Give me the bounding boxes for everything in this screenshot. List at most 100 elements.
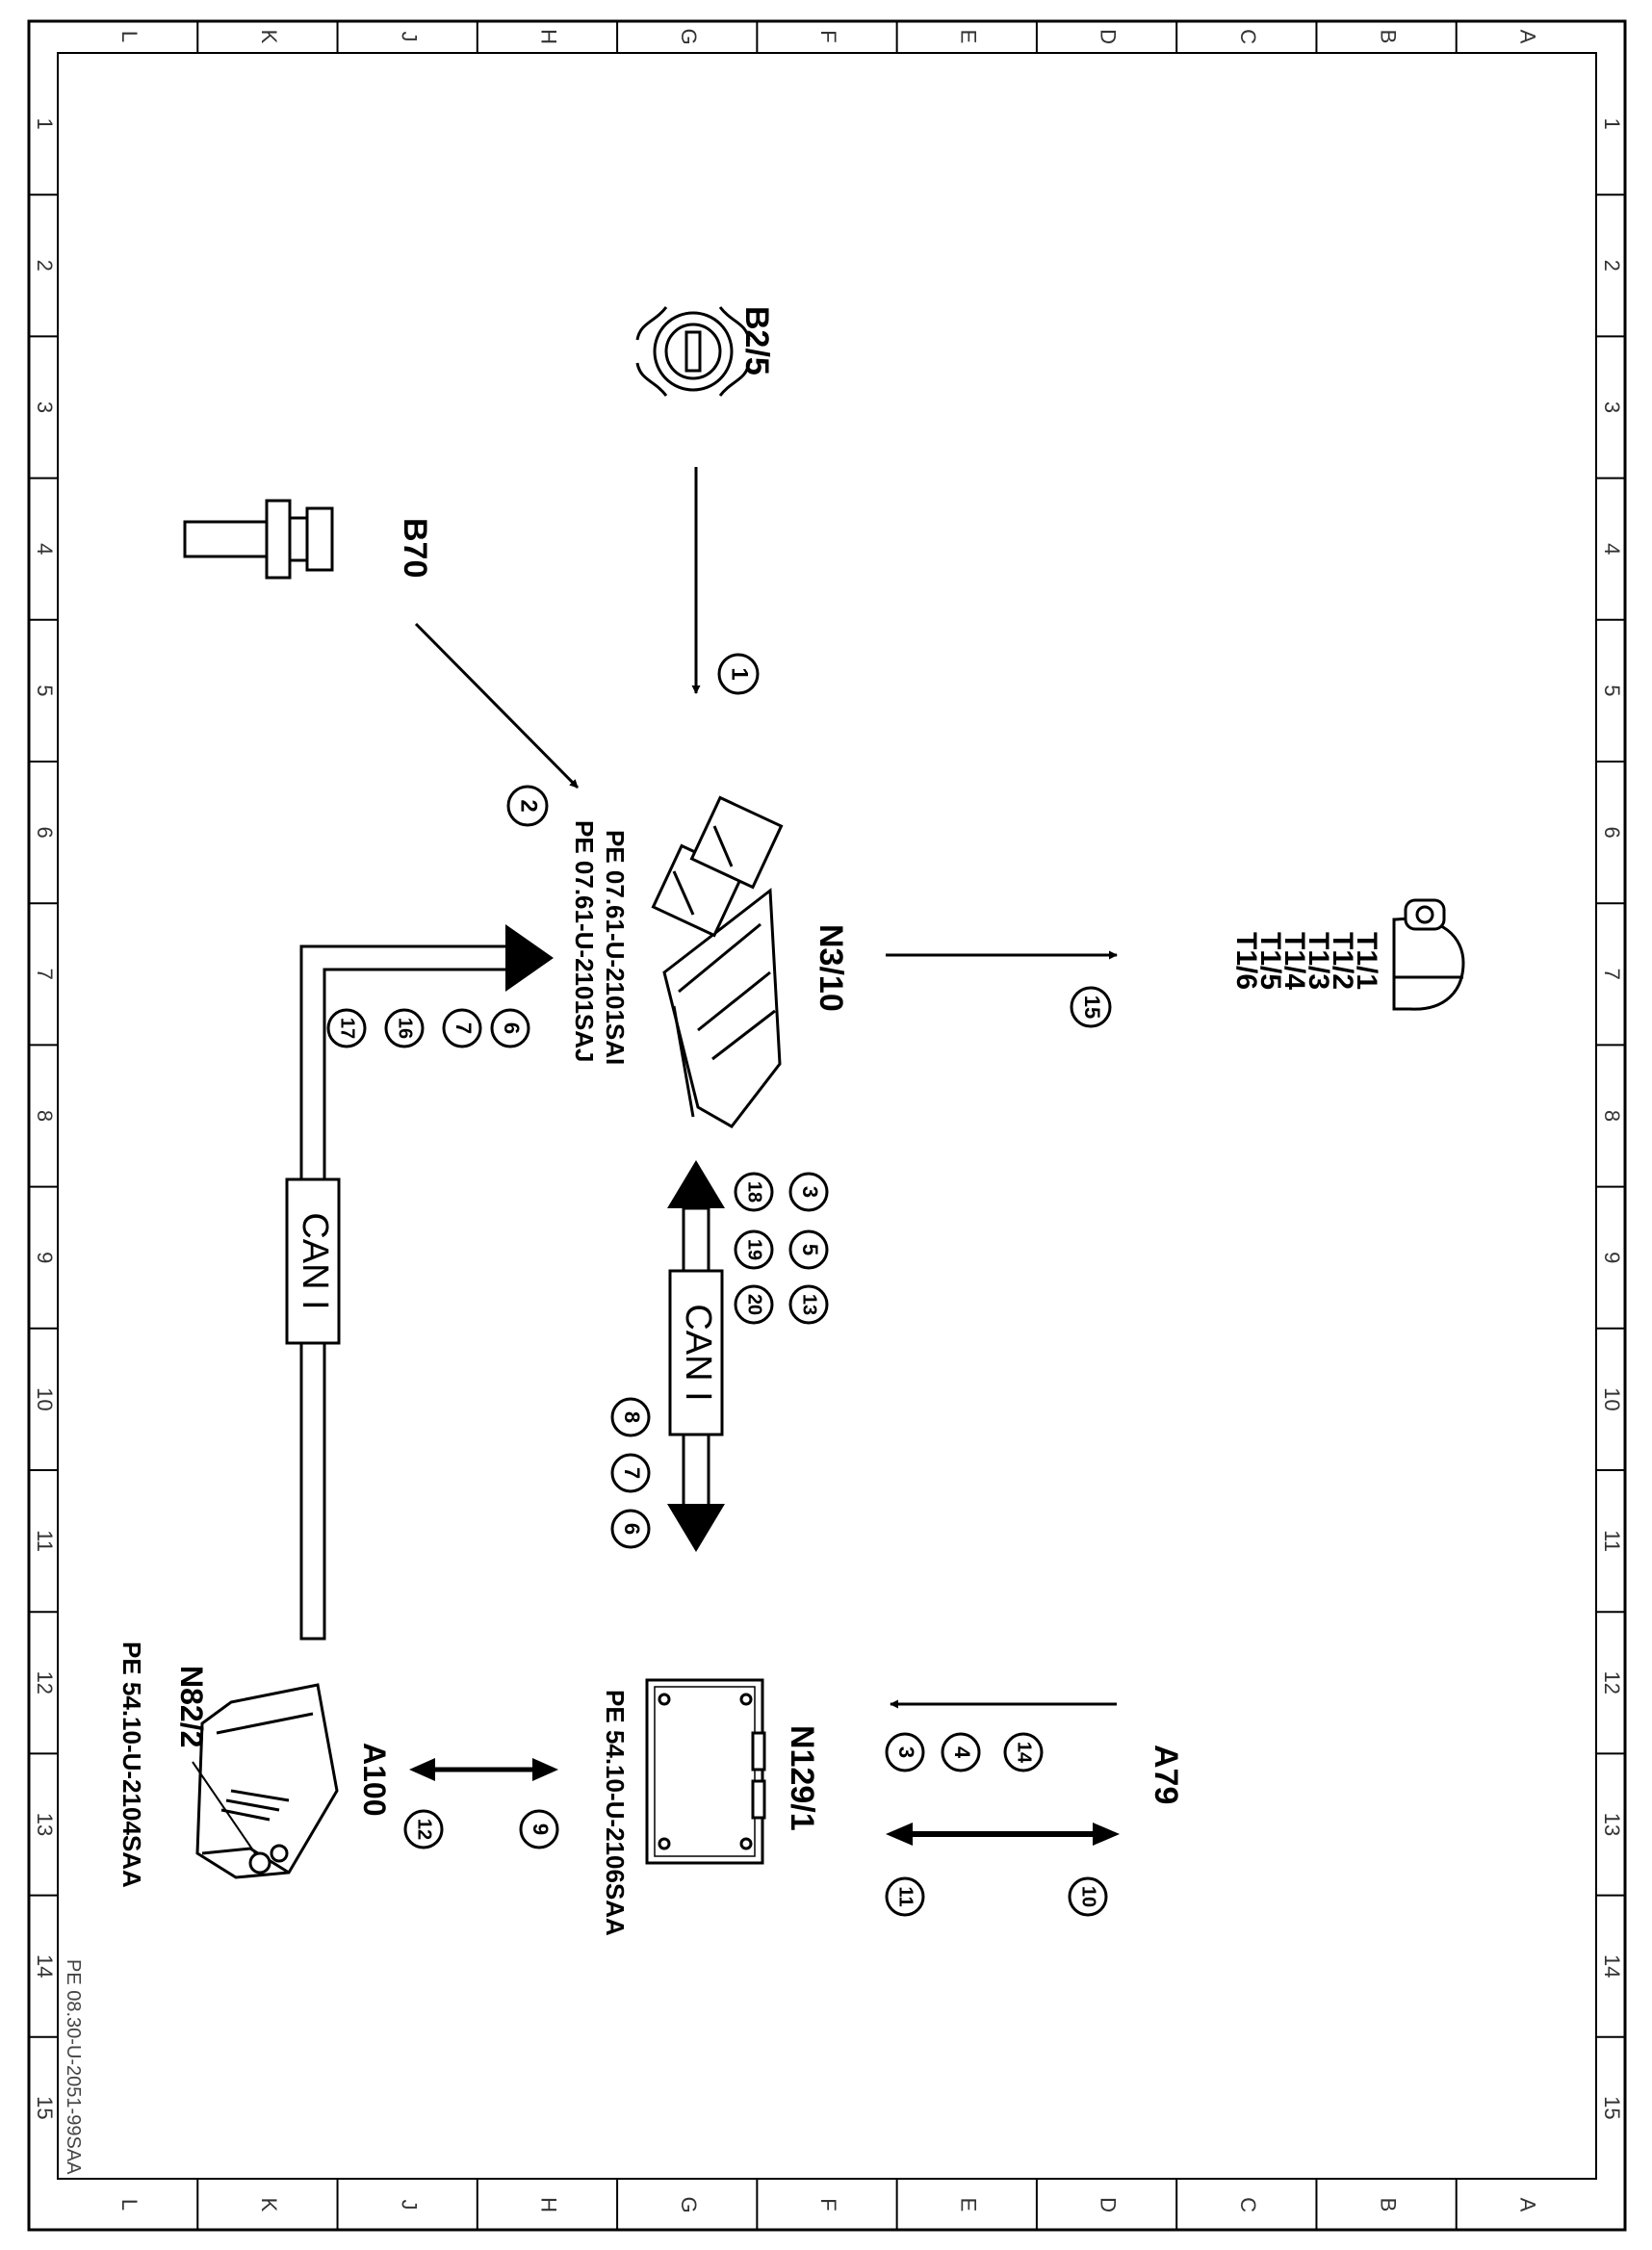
- t1-5-label: T1/5: [1254, 932, 1286, 990]
- n3-10-reference-2: PE 07.61-U-2101SAJ: [570, 820, 599, 1062]
- column-label-top: B: [1376, 30, 1400, 44]
- callout-left-16: 16: [384, 1008, 425, 1048]
- svg-text:14: 14: [1014, 1742, 1035, 1764]
- callout-a79-10: 10: [1068, 1876, 1108, 1917]
- column-label-top: G: [677, 28, 701, 44]
- b2-5-sensor-icon: [635, 306, 751, 397]
- callout-center-13: 13: [788, 1284, 829, 1325]
- row-label-left: 14: [33, 1954, 57, 1978]
- column-label-top: F: [816, 30, 840, 42]
- t1-4-label: T1/4: [1278, 932, 1310, 990]
- a79-label: A79: [1148, 1745, 1184, 1804]
- callout-a79-3: 3: [885, 1732, 925, 1772]
- callout-center-3: 3: [788, 1172, 829, 1212]
- row-label-right: 7: [1600, 969, 1624, 980]
- svg-text:13: 13: [799, 1294, 820, 1315]
- row-label-right: 8: [1600, 1110, 1624, 1122]
- t1-1-label: T1/1: [1351, 932, 1382, 990]
- n3-10-control-unit-icon: [651, 795, 784, 1128]
- a100-label: A100: [357, 1743, 392, 1817]
- svg-text:7: 7: [620, 1467, 644, 1479]
- t1-3-label: T1/3: [1303, 932, 1334, 990]
- column-label-top: E: [956, 30, 980, 44]
- bidirectional-arrow-a79-n129: [886, 1823, 1120, 1846]
- callout-center-8: 8: [610, 1397, 651, 1437]
- svg-text:6: 6: [620, 1523, 644, 1535]
- column-label-bottom: G: [677, 2196, 701, 2212]
- n3-10-label: N3/10: [813, 924, 849, 1012]
- callout-center-20: 20: [734, 1284, 774, 1325]
- svg-text:19: 19: [744, 1239, 765, 1260]
- column-label-top: D: [1097, 29, 1121, 44]
- column-label-top: H: [537, 29, 561, 44]
- b70-sensor-icon: [183, 499, 334, 580]
- b70-label: B70: [397, 518, 433, 578]
- column-label-bottom: A: [1516, 2198, 1540, 2212]
- callout-center-19: 19: [734, 1229, 774, 1270]
- svg-text:11: 11: [895, 1886, 916, 1906]
- row-label-left: 9: [33, 1252, 57, 1263]
- svg-text:18: 18: [744, 1181, 765, 1203]
- callout-15: 15: [1070, 986, 1112, 1028]
- drawing-number: PE 08.30-U-2051-99SAA: [63, 1959, 84, 2175]
- column-label-top: K: [257, 30, 281, 44]
- row-label-right: 14: [1600, 1954, 1624, 1978]
- t1-2-label: T1/2: [1327, 932, 1358, 990]
- callout-left-17: 17: [326, 1008, 367, 1048]
- can-bus-left-callouts: 6 7 16 17: [326, 1008, 530, 1048]
- row-label-right: 10: [1600, 1387, 1624, 1410]
- callout-left-7: 7: [442, 1008, 482, 1048]
- column-label-top: A: [1516, 30, 1540, 44]
- svg-text:9: 9: [529, 1823, 553, 1835]
- row-label-left: 5: [33, 685, 57, 696]
- row-label-left: 8: [33, 1110, 57, 1122]
- n3-10-reference-1: PE 07.61-U-2101SAI: [601, 830, 630, 1065]
- t1-6-label: T1/6: [1230, 932, 1262, 990]
- n82-2-label: N82/2: [174, 1666, 209, 1747]
- b2-5-label: B2/5: [738, 306, 775, 375]
- row-label-right: 2: [1600, 260, 1624, 272]
- svg-text:3: 3: [798, 1186, 822, 1198]
- n3-10-reference-group: PE 07.61-U-2101SAI PE 07.61-U-2101SAJ: [570, 820, 630, 1065]
- column-label-bottom: F: [816, 2198, 840, 2211]
- callout-a79-4: 4: [941, 1732, 981, 1772]
- can-bus-left-label: CAN I: [295, 1212, 335, 1309]
- n82-2-leader-line: [192, 1761, 256, 1854]
- callout-a79-11: 11: [885, 1876, 925, 1917]
- row-label-right: 1: [1600, 117, 1624, 129]
- row-label-left: 15: [33, 2096, 57, 2119]
- svg-text:12: 12: [414, 1819, 435, 1840]
- n129-1-control-unit-icon: [645, 1678, 766, 1865]
- callout-2: 2: [506, 785, 549, 827]
- can-bus-center-label: CAN I: [678, 1304, 718, 1401]
- row-label-left: 1: [33, 117, 57, 129]
- row-label-left: 4: [33, 543, 57, 555]
- a79-out-callouts: 14 4 3: [885, 1732, 1044, 1772]
- svg-text:6: 6: [500, 1022, 524, 1034]
- callout-left-6: 6: [490, 1008, 530, 1048]
- n129-1-reference: PE 54.10-U-2106SAA: [601, 1690, 630, 1936]
- callout-center-7: 7: [610, 1453, 651, 1493]
- row-label-right: 3: [1600, 401, 1624, 413]
- a100-reference: PE 54.10-U-2104SAA: [117, 1642, 146, 1888]
- svg-text:5: 5: [798, 1244, 822, 1255]
- n129-1-label: N129/1: [784, 1725, 820, 1831]
- can-bus-center-arrowhead-up: [667, 1160, 725, 1208]
- a100-module-icon: [195, 1683, 339, 1879]
- row-label-left: 12: [33, 1671, 57, 1694]
- callout-center-18: 18: [734, 1172, 774, 1212]
- row-label-right: 13: [1600, 1813, 1624, 1836]
- column-label-bottom: C: [1236, 2197, 1260, 2212]
- callout-a79-14: 14: [1003, 1732, 1044, 1772]
- svg-text:3: 3: [894, 1746, 918, 1758]
- can-bus-left-label-box: [285, 1177, 341, 1345]
- can-bus-left-arrowhead: [505, 924, 554, 992]
- column-label-bottom: H: [537, 2197, 561, 2212]
- row-label-left: 6: [33, 826, 57, 838]
- frame-ticks: [29, 21, 1625, 2230]
- row-label-right: 6: [1600, 826, 1624, 838]
- column-label-top: J: [397, 32, 421, 42]
- can-bus-center: CAN I: [667, 1160, 725, 1552]
